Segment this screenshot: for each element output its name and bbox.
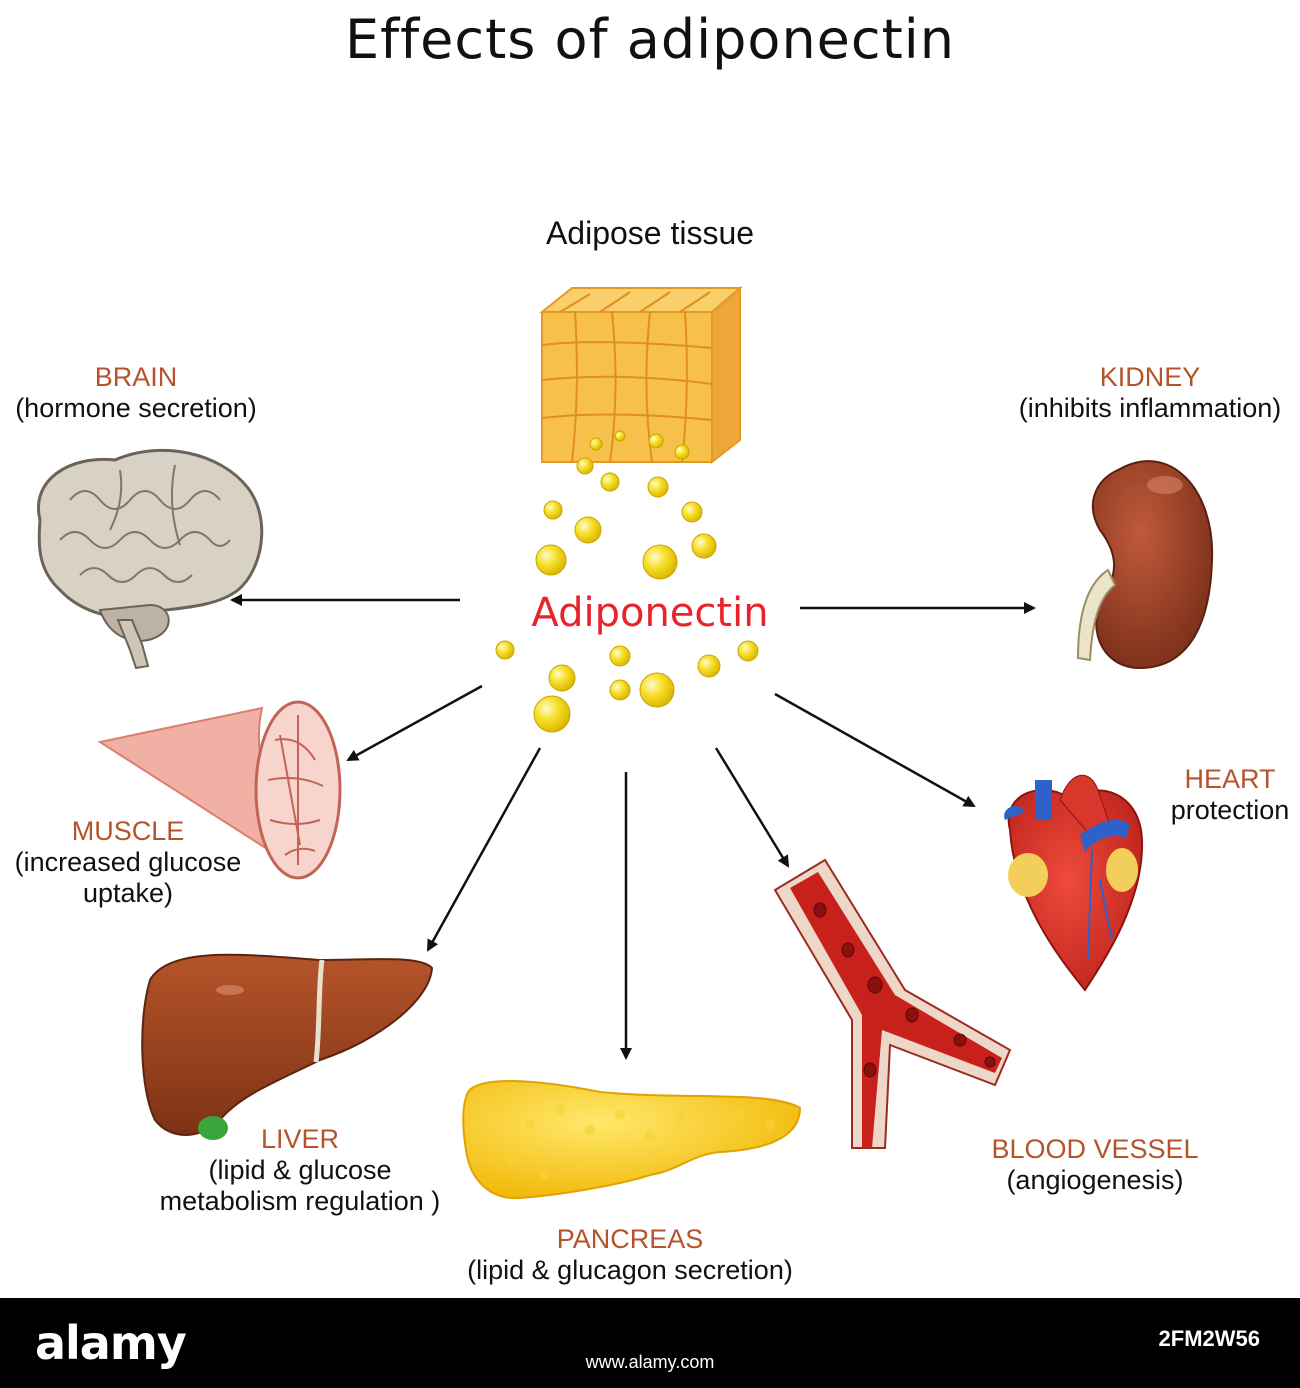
brain-label: BRAIN (hormone secretion): [0, 362, 272, 424]
blood-vessel-illustration: [773, 858, 1012, 1149]
pancreas-name: PANCREAS: [556, 1224, 704, 1254]
watermark-url: www.alamy.com: [585, 1352, 715, 1372]
kidney-effect: (inhibits inflammation): [1018, 393, 1282, 423]
kidney-label: KIDNEY (inhibits inflammation): [1000, 362, 1300, 424]
blood-vessel-effect: (angiogenesis): [1006, 1165, 1184, 1195]
heart-name: HEART: [1184, 764, 1276, 794]
muscle-effect-line1: (increased glucose: [14, 847, 242, 877]
muscle-illustration: [97, 700, 342, 880]
heart-illustration: [1004, 774, 1144, 992]
liver-effect-line2: metabolism regulation ): [159, 1186, 441, 1216]
liver-name: LIVER: [260, 1124, 340, 1154]
brain-effect: (hormone secretion): [15, 393, 257, 423]
image-id: 2FM2W56: [1158, 1326, 1260, 1351]
diagram-title: Effects of adiponectin: [345, 8, 955, 71]
watermark-bar: alamy 2FM2W56 www.alamy.com: [0, 1298, 1300, 1388]
adipose-tissue-label: Adipose tissue: [545, 215, 755, 251]
adipose-tissue-cube: [539, 285, 743, 465]
liver-illustration: [141, 953, 434, 1140]
pancreas-label: PANCREAS (lipid & glucagon secretion): [430, 1224, 830, 1286]
effect-arrows: [230, 594, 1036, 1060]
brain-illustration: [37, 448, 264, 670]
muscle-label: MUSCLE (increased glucose uptake): [0, 816, 256, 909]
muscle-effect-line2: uptake): [82, 878, 174, 908]
diagram-canvas: [37, 285, 1214, 1200]
pancreas-effect: (lipid & glucagon secretion): [467, 1255, 793, 1285]
heart-effect: protection: [1170, 795, 1290, 825]
alamy-logo: alamy: [35, 1316, 187, 1370]
adiponectin-droplets: [495, 430, 759, 733]
liver-label: LIVER (lipid & glucose metabolism regula…: [150, 1124, 450, 1217]
brain-name: BRAIN: [94, 362, 178, 392]
kidney-name: KIDNEY: [1099, 362, 1201, 392]
pancreas-illustration: [462, 1080, 802, 1200]
blood-vessel-label: BLOOD VESSEL (angiogenesis): [940, 1134, 1250, 1196]
heart-label: HEART protection: [1160, 764, 1300, 826]
blood-vessel-name: BLOOD VESSEL: [991, 1134, 1199, 1164]
kidney-illustration: [1076, 460, 1214, 670]
adiponectin-label: Adiponectin: [531, 590, 769, 636]
liver-effect-line1: (lipid & glucose: [208, 1155, 392, 1185]
muscle-name: MUSCLE: [71, 816, 185, 846]
